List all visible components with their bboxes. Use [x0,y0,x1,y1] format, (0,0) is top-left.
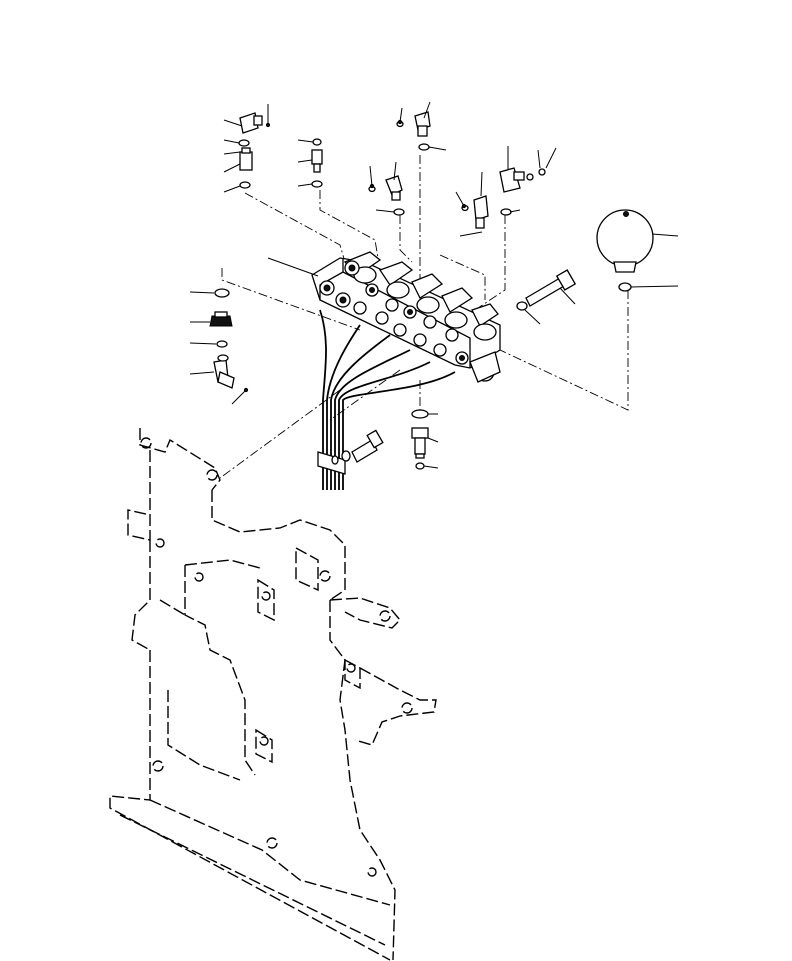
fittings-lower [411,409,429,470]
assembly-lines [219,155,629,479]
leader-lines [189,101,679,469]
leader-dots [243,119,467,393]
fittings-left [209,112,263,389]
accumulator-sphere [596,209,654,292]
frame-outline [109,428,437,961]
mounting-bolts [331,269,577,465]
solenoid-valve-block [311,251,501,383]
wire-harness [317,309,456,490]
fittings-upper [311,111,546,229]
